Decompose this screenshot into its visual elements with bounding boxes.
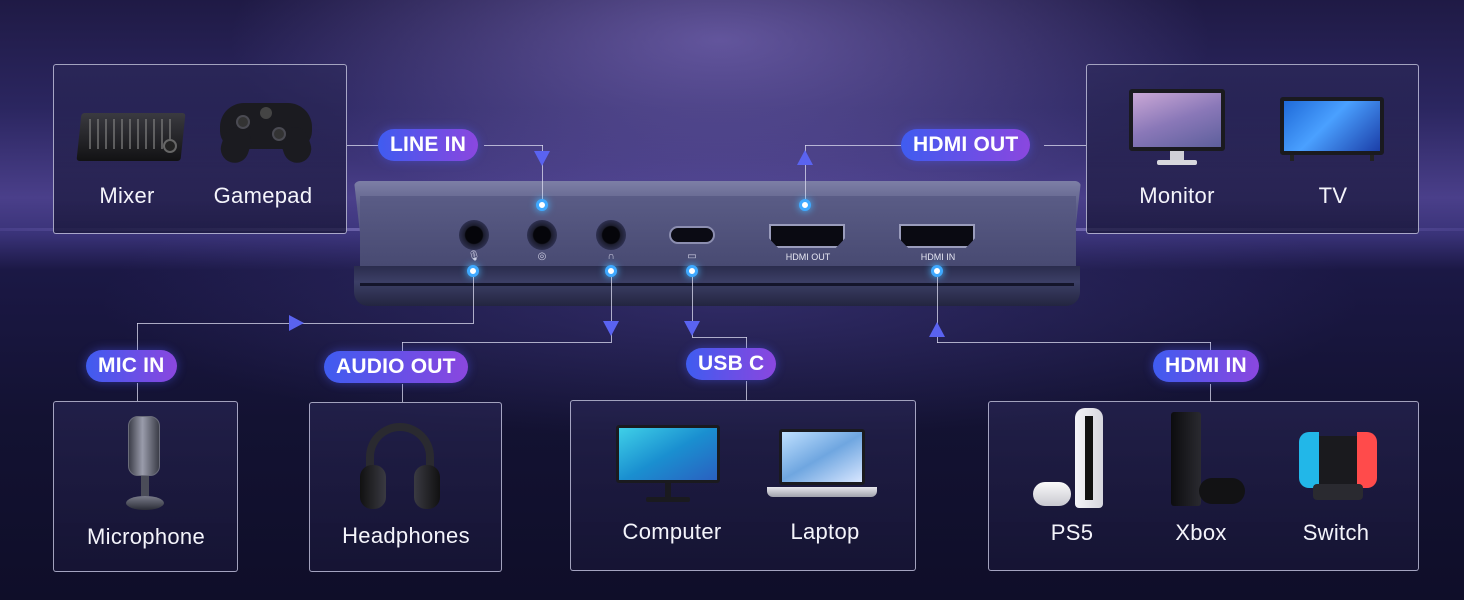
switch-icon <box>1299 432 1377 504</box>
mic-in-label: MIC IN <box>86 350 177 382</box>
hdmi-out-arrow <box>797 150 813 165</box>
monitor-label: Monitor <box>1139 183 1215 208</box>
hdmi-out-connector <box>805 145 901 146</box>
mic-in-connector <box>473 277 474 323</box>
hdmi-in-connector <box>937 342 1211 343</box>
hdmi-in-label: HDMI IN <box>1153 350 1259 382</box>
hdmi-in-connector <box>1210 342 1211 352</box>
mic-in-port[interactable] <box>459 220 489 250</box>
computer-icon <box>616 425 720 505</box>
hdmi-out-connector <box>1044 145 1086 146</box>
line-in-port[interactable] <box>527 220 557 250</box>
mic-in-devices-panel: Microphone <box>53 401 238 572</box>
gamepad-label: Gamepad <box>213 183 313 208</box>
mic-in-connector <box>137 323 474 324</box>
line-in-devices-panel: Mixer Gamepad <box>53 64 347 234</box>
mic-in-connector <box>137 323 138 351</box>
monitor-icon <box>1129 89 1225 167</box>
audio-out-arrow <box>603 321 619 336</box>
hdmi-out-caption: HDMI OUT <box>785 252 831 262</box>
hdmi-in-arrow <box>929 322 945 337</box>
tv-icon <box>1280 97 1384 161</box>
hdmi-out-devices-panel: Monitor TV <box>1086 64 1419 234</box>
usb-c-devices-panel: Computer Laptop <box>570 400 916 571</box>
audio-out-connector <box>402 342 612 343</box>
microphone-icon <box>122 416 168 516</box>
xbox-icon <box>1169 412 1249 508</box>
mixer-icon <box>76 105 186 161</box>
hdmi-in-connector <box>937 277 938 343</box>
hdmi-in-connector <box>1210 384 1211 402</box>
line-in-indicator <box>536 199 548 211</box>
usb-c-label: USB C <box>686 348 777 380</box>
computer-label: Computer <box>622 519 722 544</box>
usb-c-connector <box>692 337 747 338</box>
usb-c-indicator <box>686 265 698 277</box>
line-in-connector <box>484 145 543 146</box>
hdmi-out-connector <box>805 145 806 205</box>
usb-c-arrow <box>684 321 700 336</box>
headphones-icon <box>360 421 440 513</box>
tv-label: TV <box>1318 183 1348 208</box>
microphone-icon: 🎙 <box>467 251 481 262</box>
hdmi-out-indicator <box>799 199 811 211</box>
ps5-label: PS5 <box>1050 520 1094 545</box>
hub-base <box>354 266 1080 306</box>
laptop-icon <box>767 429 877 503</box>
audio-out-devices-panel: Headphones <box>309 402 502 572</box>
switch-label: Switch <box>1302 520 1370 545</box>
laptop-label: Laptop <box>790 519 860 544</box>
line-in-arrow <box>534 151 550 166</box>
line-in-label: LINE IN <box>378 129 479 161</box>
mic-in-connector <box>137 383 138 401</box>
audio-out-connector <box>402 384 403 402</box>
hdmi-out-label: HDMI OUT <box>901 129 1031 161</box>
usb-c-connector <box>746 337 747 349</box>
line-in-connector <box>542 145 543 205</box>
audio-out-label: AUDIO OUT <box>324 351 468 383</box>
hdmi-in-devices-panel: PS5 Xbox Switch <box>988 401 1419 571</box>
hdmi-in-indicator <box>931 265 943 277</box>
hdmi-in-caption: HDMI IN <box>920 252 956 262</box>
ps5-icon <box>1033 408 1113 512</box>
mic-in-arrow <box>289 315 304 331</box>
audio-out-port[interactable] <box>596 220 626 250</box>
gamepad-icon <box>217 99 315 167</box>
audio-out-connector <box>611 277 612 342</box>
xbox-label: Xbox <box>1175 520 1227 545</box>
laptop-icon: ▭ <box>687 251 697 262</box>
hdmi-in-port[interactable] <box>899 224 975 248</box>
usb-c-connector <box>746 381 747 401</box>
mic-in-indicator <box>467 265 479 277</box>
microphone-label: Microphone <box>87 524 205 549</box>
hub-groove <box>360 283 1074 286</box>
mixer-label: Mixer <box>99 183 155 208</box>
line-in-connector <box>347 145 379 146</box>
usb-c-connector <box>692 277 693 337</box>
headphones-icon: ∩ <box>607 251 615 262</box>
usb-c-port[interactable] <box>669 226 715 244</box>
hdmi-out-port[interactable] <box>769 224 845 248</box>
gamepad-icon: ◎ <box>537 251 547 262</box>
audio-out-connector <box>402 342 403 352</box>
headphones-label: Headphones <box>342 523 470 548</box>
audio-out-indicator <box>605 265 617 277</box>
